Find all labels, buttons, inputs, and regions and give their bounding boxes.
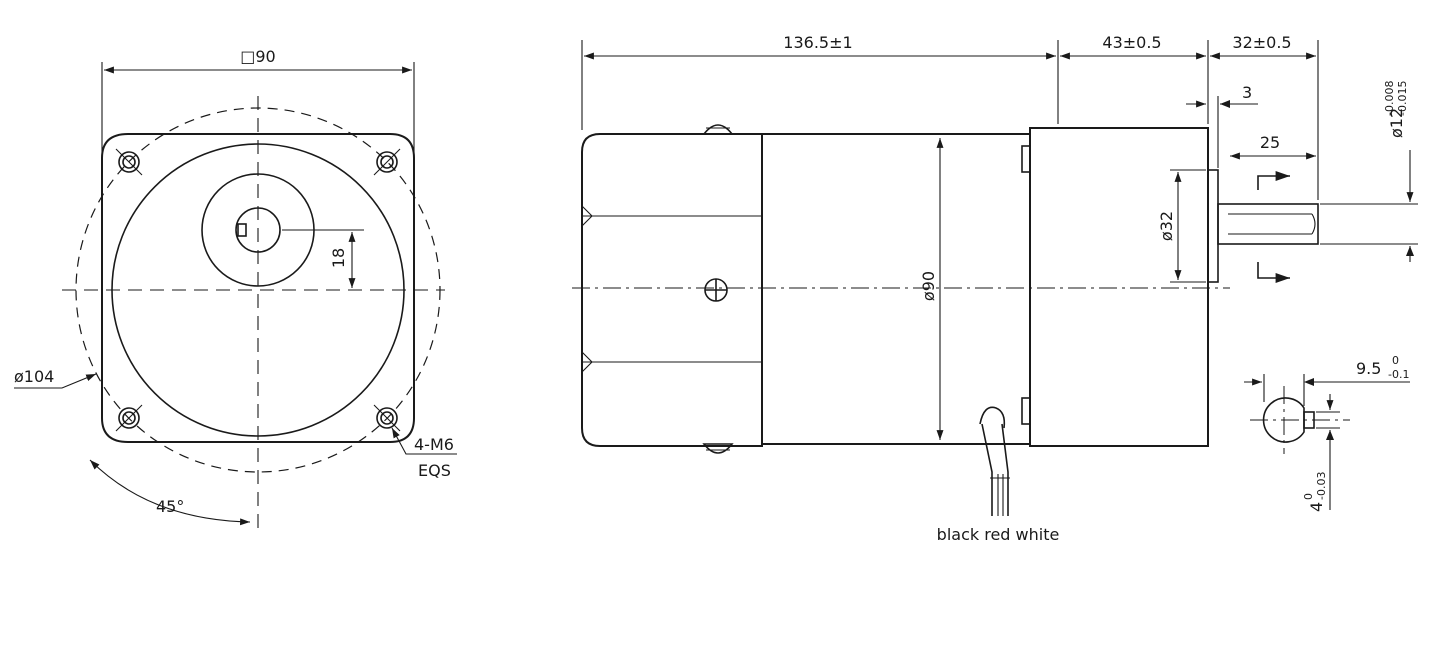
bolt-circle-label: ø104 <box>14 367 54 386</box>
mounting-hole <box>376 407 398 429</box>
flat-label: 9.5 <box>1356 359 1381 378</box>
shaft-tolerance-upper: -0.008 <box>1383 81 1396 116</box>
section-mark-top <box>1257 170 1290 190</box>
flange-step-label: 3 <box>1242 83 1252 102</box>
section-view: 9.5 0 -0.1 4 0 -0.03 <box>1244 354 1410 512</box>
pilot-boss <box>1207 169 1219 283</box>
mounting-hole <box>380 155 394 169</box>
mounting-hole <box>118 151 140 173</box>
lead-wires <box>979 406 1010 516</box>
key-label: 4 <box>1307 502 1326 512</box>
mounting-hole <box>122 411 136 425</box>
rear-cover <box>581 133 763 447</box>
wires-label: black red white <box>937 525 1060 544</box>
shaft-diameter-label: ø12 <box>1387 108 1406 138</box>
shaft-offset-label: 18 <box>329 248 348 268</box>
key-tolerance-lower: -0.03 <box>1315 472 1328 500</box>
shaft-section <box>1262 397 1305 443</box>
angle-label: 45° <box>156 497 184 516</box>
section-mark-bottom <box>1257 262 1290 284</box>
shaft-tolerance-lower: -0.015 <box>1396 81 1409 116</box>
length-dimension-label: 136.5±1 <box>783 33 852 52</box>
screws <box>702 124 734 454</box>
output-shaft <box>1217 203 1319 245</box>
body-diameter-label: ø90 <box>919 271 938 301</box>
mounting-hole <box>376 151 398 173</box>
mounting-holes <box>115 148 401 432</box>
gearbox-dimension-label: 43±0.5 <box>1102 33 1161 52</box>
front-view: □90 18 ø104 4-M6 EQS 45° <box>14 47 457 530</box>
motor-body <box>761 133 1031 445</box>
front-flange <box>101 133 415 443</box>
holes-spacing-label: EQS <box>418 461 451 480</box>
shaft-length-label: 32±0.5 <box>1232 33 1291 52</box>
square-dimension-label: □90 <box>240 47 275 66</box>
mounting-hole <box>118 407 140 429</box>
flat-tolerance-upper: 0 <box>1392 354 1399 367</box>
bolt-circle-leader <box>14 373 97 389</box>
holes-leader <box>391 427 457 455</box>
key-tolerance-upper: 0 <box>1302 493 1315 500</box>
mounting-hole <box>380 411 394 425</box>
side-view: black red white 136.5±1 43±0.5 32±0.5 3 … <box>572 33 1418 544</box>
flat-tolerance-lower: -0.1 <box>1388 368 1409 381</box>
gearbox <box>1029 127 1209 447</box>
holes-label: 4-M6 <box>414 435 454 454</box>
shaft-key <box>237 223 247 237</box>
mounting-hole <box>122 155 136 169</box>
angle-arc <box>89 459 251 526</box>
key-length-label: 25 <box>1260 133 1280 152</box>
pilot-diameter-label: ø32 <box>1157 211 1176 241</box>
